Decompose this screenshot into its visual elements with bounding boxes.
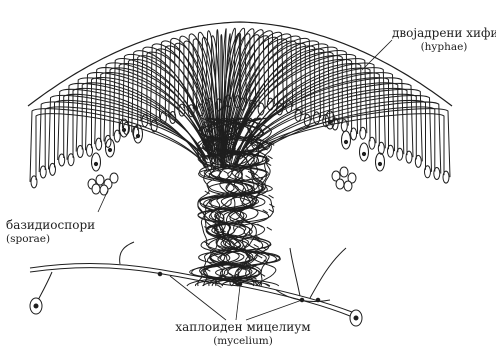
label-hyphae-latin: (hyphae): [392, 40, 496, 54]
nucleus-dot: [94, 162, 97, 165]
label-mycelium: хаплоиден мицелиум (mycelium): [158, 320, 328, 348]
hypha-tip: [388, 145, 394, 157]
hypha-tip: [50, 163, 56, 175]
hypha-tip: [397, 148, 403, 160]
mycelium-filament: [290, 248, 300, 296]
hypha-tip: [87, 144, 93, 156]
leader-mycelium: [236, 286, 240, 320]
mycelium-filament: [310, 248, 346, 298]
hypha-tip: [360, 127, 366, 139]
label-mycelium-latin: (mycelium): [158, 334, 328, 348]
hypha-tip: [369, 137, 375, 149]
hypha-tip: [31, 176, 37, 188]
nucleus-dot: [122, 128, 125, 131]
hypha-tip: [77, 146, 83, 158]
hypha-tip: [114, 130, 120, 142]
septum: [257, 224, 262, 227]
septum: [246, 176, 251, 179]
mycelium-filament: [240, 286, 350, 316]
nucleus-dot: [344, 140, 347, 143]
nucleus-dot: [354, 316, 358, 320]
hypha-tip: [425, 166, 431, 178]
spore: [110, 173, 118, 183]
nucleus-dot: [362, 152, 365, 155]
spore: [92, 184, 100, 194]
hypha-tip: [40, 166, 46, 178]
hypha-tip: [351, 128, 357, 140]
septum: [216, 285, 221, 288]
spore: [96, 175, 104, 185]
spore-cluster-left: [88, 173, 118, 195]
leader-mycelium: [246, 300, 302, 320]
nucleus-dot: [158, 272, 162, 276]
label-mycelium-main: хаплоиден мицелиум: [158, 320, 328, 334]
hypha-tip: [96, 138, 102, 150]
label-spores-latin: (sporae): [6, 232, 95, 246]
hypha-tip: [378, 142, 384, 154]
label-hyphae-main: двојадрени хифи: [392, 26, 496, 40]
mycelium-filament: [120, 242, 134, 264]
hypha-tip: [443, 171, 449, 183]
septum: [257, 255, 262, 258]
nucleus-dot: [378, 162, 381, 165]
septum: [269, 195, 274, 198]
hypha-tip: [59, 154, 65, 166]
label-spores: базидиоспори (sporae): [6, 218, 95, 246]
label-hyphae: двојадрени хифи (hyphae): [392, 26, 496, 54]
spore: [340, 167, 348, 177]
nucleus-dot: [316, 298, 320, 302]
nucleus-dot: [238, 282, 242, 286]
nucleus-dot: [328, 120, 331, 123]
nucleus-dot: [34, 304, 38, 308]
septum: [224, 171, 229, 174]
hypha-tip: [68, 154, 74, 166]
spore-cluster-right: [332, 167, 356, 191]
leader-hyphae: [362, 40, 392, 70]
label-spores-main: базидиоспори: [6, 218, 95, 232]
nucleus-dot: [108, 148, 111, 151]
hypha-tip: [434, 168, 440, 180]
septum: [267, 227, 272, 230]
spore: [336, 179, 344, 189]
stem-hyphae: [187, 118, 280, 288]
hypha-tip: [406, 151, 412, 163]
hypha-tip: [415, 155, 421, 167]
nucleus-dot: [136, 134, 139, 137]
spore: [344, 181, 352, 191]
septum: [254, 244, 259, 247]
mycelium-filament: [240, 282, 352, 312]
